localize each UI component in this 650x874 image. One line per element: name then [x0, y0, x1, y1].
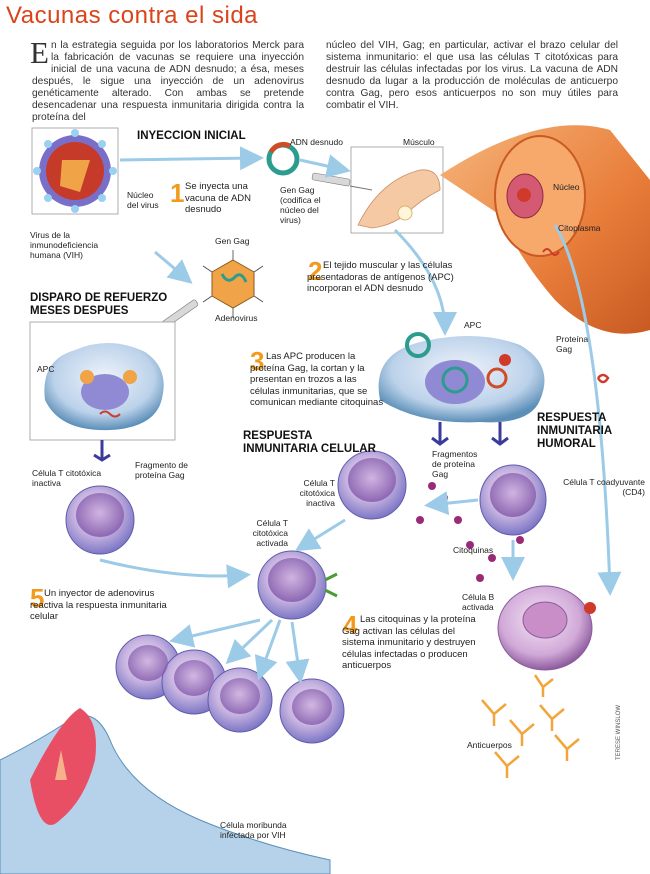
step-3-text: Las APC producen la proteína Gag, la cor…: [250, 351, 384, 408]
label-proteina-gag: Proteína Gag: [556, 334, 589, 354]
label-celula-t-activada: Célula T citotóxica activada: [252, 518, 288, 548]
label-fragmentos: Fragmentos de proteína Gag: [432, 449, 478, 479]
gag-protein-icon: [596, 373, 610, 384]
label-anticuerpos: Anticuerpos: [467, 740, 512, 750]
heading-respuesta-humoral: RESPUESTA INMUNITARIA HUMORAL: [537, 412, 612, 450]
label-celula-moribunda: Célula moribunda infectada por VIH: [220, 820, 287, 840]
receptor-icons: [93, 422, 509, 462]
heading-disparo-refuerzo: DISPARO DE REFUERZO MESES DESPUES: [30, 292, 168, 317]
t-cell-cluster: [115, 634, 345, 744]
label-nucleo: Núcleo: [553, 182, 580, 192]
step-5-number: 5: [30, 583, 45, 613]
step-4-text: Las citoquinas y la proteína Gag activan…: [342, 614, 476, 671]
artist-credit: TERESE WINSLOW: [616, 704, 622, 760]
label-adenovirus: Adenovirus: [215, 313, 258, 323]
step-4-number: 4: [343, 610, 358, 640]
hiv-virus-icon: [31, 127, 119, 215]
adenovirus-icon: [202, 250, 264, 318]
intro-dropcap: E: [30, 35, 49, 70]
label-celula-t-inactiva: Célula T citotóxica inactiva: [299, 478, 335, 508]
intro-column-2: núcleo del VIH, Gag; en particular, acti…: [326, 40, 618, 111]
t-cell-inactive: [337, 450, 407, 520]
label-celula-t-inactiva-left: Célula T citotóxica inactiva: [32, 468, 102, 488]
step-2-text: El tejido muscular y las células present…: [307, 260, 454, 294]
dna-plasmid-icon: [266, 141, 300, 176]
page-title: Vacunas contra el sida: [6, 2, 259, 29]
heading-respuesta-celular: RESPUESTA INMUNITARIA CELULAR: [243, 430, 376, 455]
label-apc-left: APC: [37, 364, 55, 374]
infected-cell: [0, 708, 331, 874]
step-5-text: Un inyector de adenovirus reactiva la re…: [30, 588, 167, 622]
arm-injection-icon: [350, 146, 444, 234]
label-celula-t-coadyuvante: Célula T coadyuvante (CD4): [563, 477, 645, 497]
label-gen-gag: Gen Gag: [215, 236, 250, 246]
antibody-icons: [481, 674, 580, 778]
label-citoquinas: Citoquinas: [453, 545, 494, 555]
step-3-number: 3: [250, 346, 265, 376]
label-apc-top: APC: [464, 320, 482, 330]
flow-arrows: [99, 146, 622, 684]
label-gen-gag-codifica: Gen Gag (codifica el núcleo del virus): [280, 185, 321, 225]
step-1-number: 1: [170, 178, 185, 208]
label-celula-b: Célula B activada: [462, 592, 495, 612]
top-apc-cell: [378, 332, 545, 423]
t-cell-inactive-left: [65, 485, 135, 555]
label-virus-vih: Virus de la inmunodeficiencia humana (VI…: [30, 230, 99, 260]
left-apc-panel: [29, 321, 176, 441]
step-1-text: Se inyecta una vacuna de ADN desnudo: [185, 181, 252, 215]
step-2-number: 2: [308, 256, 323, 286]
label-adn-desnudo: ADN desnudo: [290, 137, 343, 147]
heading-inyeccion-inicial: INYECCION INICIAL: [137, 130, 246, 142]
t-cell-activated: [257, 550, 338, 620]
intro-text-1: n la estrategia seguida por los laborato…: [32, 40, 304, 123]
t-helper-cell: [479, 464, 547, 536]
muscle-icon: [440, 125, 650, 334]
label-nucleo-virus: Núcleo del virus: [127, 190, 159, 210]
label-fragmento: Fragmento de proteína Gag: [135, 460, 188, 480]
b-cell: [497, 585, 596, 671]
label-citoplasma: Citoplasma: [558, 223, 601, 233]
label-musculo: Músculo: [403, 137, 435, 147]
